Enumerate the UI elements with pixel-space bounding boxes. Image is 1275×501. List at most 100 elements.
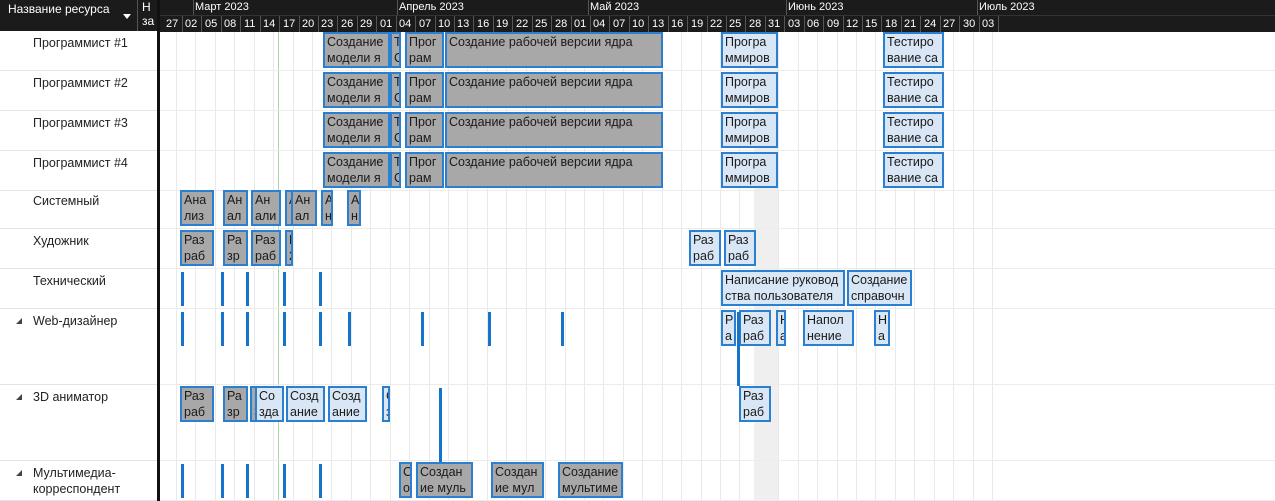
task-bar[interactable]: Создание рабочей версии ядра — [445, 112, 663, 148]
task-bar[interactable]: С з — [382, 386, 390, 422]
day-tick-label: 04 — [399, 18, 412, 30]
task-bar[interactable]: Т С мр — [390, 32, 401, 68]
day-gridline — [487, 31, 488, 501]
task-bar[interactable]: На са — [776, 310, 786, 346]
day-tick-label: 07 — [613, 18, 626, 30]
task-bar[interactable]: Т С мр — [390, 112, 401, 148]
task-bar[interactable]: Тестирование сайта — [883, 152, 944, 188]
task-bar[interactable]: Создание рабочей версии ядра — [445, 72, 663, 108]
task-bar[interactable]: Разраб 2D — [223, 230, 248, 266]
day-gridline — [895, 31, 896, 501]
day-separator — [881, 16, 882, 32]
task-bar[interactable]: Создание справочной — [847, 270, 912, 306]
task-bar[interactable]: Тестирование сайта — [883, 32, 944, 68]
day-tick-label: 25 — [535, 18, 548, 30]
task-bar[interactable]: Анализ и — [180, 190, 214, 226]
column-dropdown-icon[interactable] — [123, 14, 131, 19]
task-bar[interactable]: Разрабо 3D — [180, 386, 214, 422]
day-tick-label: 23 — [321, 18, 334, 30]
resource-name-column-header[interactable]: Название ресурса — [0, 0, 138, 31]
resource-row[interactable]: Программист #4 — [0, 151, 157, 191]
collapse-triangle-icon[interactable] — [16, 318, 22, 324]
task-bar[interactable]: Програм средств — [405, 112, 444, 148]
day-separator — [862, 16, 863, 32]
task-bar[interactable]: Разрабо дизайна — [724, 230, 756, 266]
task-bar[interactable]: Т С мр — [390, 152, 401, 188]
task-bar[interactable]: Создан заставк — [255, 386, 284, 422]
task-bar[interactable]: Программиров интерфейса — [721, 72, 778, 108]
task-bar[interactable]: Создание заставки — [328, 386, 367, 422]
day-tick-label: 31 — [768, 18, 781, 30]
task-bar[interactable]: Разрабо 2D — [180, 230, 214, 266]
day-tick-label: 14 — [263, 18, 276, 30]
day-tick-label: 10 — [438, 18, 451, 30]
resource-row[interactable]: Технический — [0, 269, 157, 309]
task-bar[interactable]: Програм средств — [405, 72, 444, 108]
row-separator — [160, 228, 1275, 229]
day-separator — [784, 16, 785, 32]
task-bar[interactable]: Программиров интерфейса — [721, 32, 778, 68]
task-bar[interactable]: Тестирование сайта — [883, 72, 944, 108]
n-header-line2: за — [142, 14, 155, 28]
day-gridline — [565, 31, 566, 501]
day-separator — [396, 16, 397, 32]
task-bar[interactable]: Ан и — [321, 190, 333, 226]
task-bar[interactable]: Анализ и — [223, 190, 248, 226]
task-bar[interactable]: Ана и — [347, 190, 361, 226]
allocation-marker — [561, 312, 564, 346]
task-bar[interactable]: Разрабо 2D — [251, 230, 281, 266]
resource-row[interactable]: 3D аниматор — [0, 385, 157, 461]
day-tick-label: 04 — [593, 18, 606, 30]
resource-row[interactable]: Мультимедиа-корреспондент — [0, 461, 157, 501]
task-bar[interactable]: Разрабо дизайна — [739, 310, 771, 346]
pane-divider[interactable] — [157, 0, 160, 501]
task-bar[interactable]: Создание модели ядра — [323, 152, 390, 188]
resource-name: Технический — [33, 274, 106, 288]
task-bar[interactable]: Создание мультимедиа - — [416, 462, 473, 498]
resource-row[interactable]: Системный — [0, 189, 157, 229]
day-gridline — [526, 31, 527, 501]
task-bar[interactable]: Разраб 3D — [223, 386, 248, 422]
task-bar[interactable]: Создание модели ядра — [323, 72, 390, 108]
day-tick-label: 15 — [865, 18, 878, 30]
task-bar[interactable]: Создание заставки — [286, 386, 325, 422]
task-bar[interactable]: Анализ и — [251, 190, 281, 226]
resource-row[interactable]: Программист #2 — [0, 71, 157, 111]
day-tick-label: 07 — [419, 18, 432, 30]
task-bar[interactable]: Ра стр — [721, 310, 736, 346]
task-bar[interactable]: Т С мр — [390, 72, 401, 108]
task-bar[interactable]: Р 2 — [285, 230, 293, 266]
collapse-triangle-icon[interactable] — [16, 394, 22, 400]
day-gridline — [429, 31, 430, 501]
task-bar[interactable]: Програм средств — [405, 152, 444, 188]
task-bar[interactable]: Наполнение сайта — [803, 310, 854, 346]
resource-row[interactable]: Web-дизайнер — [0, 309, 157, 385]
task-bar[interactable]: Програм средств — [405, 32, 444, 68]
task-bar[interactable]: Создание мультимедиа - — [558, 462, 623, 498]
task-bar[interactable]: Разрабо дизайна — [739, 386, 771, 422]
collapse-triangle-icon[interactable] — [16, 470, 22, 476]
task-bar[interactable]: Создание модели ядра — [323, 32, 390, 68]
resource-row[interactable]: Художник — [0, 229, 157, 269]
day-tick-label: 27 — [943, 18, 956, 30]
task-bar[interactable]: Тестирование сайта — [883, 112, 944, 148]
resource-name-header-label: Название ресурса — [8, 2, 110, 16]
task-bar[interactable]: Создание рабочей версии ядра — [445, 32, 663, 68]
task-bar[interactable]: На сай — [874, 310, 890, 346]
task-bar[interactable]: Программиров интерфейса — [721, 112, 778, 148]
task-bar[interactable]: Анали и — [291, 190, 317, 226]
day-separator — [920, 16, 921, 32]
resource-name: 3D аниматор — [33, 390, 109, 404]
task-bar[interactable]: Создание мультимедиа — [491, 462, 544, 498]
day-separator — [726, 16, 727, 32]
task-bar[interactable]: Создание модели ядра — [323, 112, 390, 148]
task-bar[interactable]: Создание рабочей версии ядра — [445, 152, 663, 188]
task-bar[interactable]: Со му — [399, 462, 412, 498]
task-bar[interactable]: Разрабо дизайна — [689, 230, 721, 266]
n-column-header[interactable]: Н за — [138, 0, 157, 31]
resource-row[interactable]: Программист #3 — [0, 111, 157, 151]
resource-row[interactable]: Программист #1 — [0, 31, 157, 71]
task-bar[interactable]: Программиров интерфейса — [721, 152, 778, 188]
task-bar[interactable]: Написание руководства пользователя — [721, 270, 845, 306]
